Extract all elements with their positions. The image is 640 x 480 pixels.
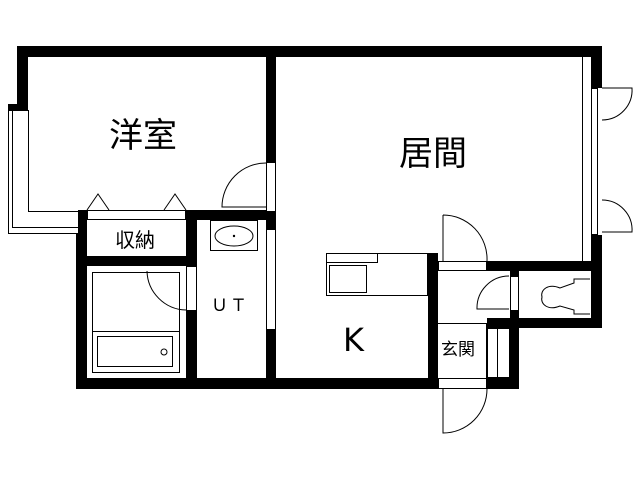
bath-door-opening — [186, 266, 197, 311]
closet-marker-right — [163, 193, 187, 211]
wall-top — [17, 46, 602, 57]
ut-door-opening — [266, 229, 276, 330]
closet-marker-left — [86, 193, 110, 211]
door-arc-toilet — [476, 275, 510, 310]
wall-toilet-bottom — [487, 318, 602, 328]
wall-ut-kitchen-lower — [266, 330, 276, 389]
wall-right-upper — [591, 46, 602, 88]
wall-storage-bath — [76, 256, 196, 266]
wall-left-upper — [17, 46, 28, 112]
wall-left-lower — [76, 210, 87, 389]
window-door-arc-lower — [601, 199, 633, 233]
shoe-box — [487, 328, 510, 378]
ut-right-line — [266, 229, 267, 330]
western-door-opening — [266, 162, 276, 212]
entrance-step-bottom — [438, 378, 487, 389]
room-label-western: 洋室 — [109, 116, 177, 156]
window-door-arc-upper — [601, 87, 633, 121]
bath-room-divider — [92, 331, 180, 332]
wall-bottom-entrance-right — [487, 378, 518, 389]
toilet-door-opening — [510, 276, 519, 311]
wall-toilet-left-lower — [510, 311, 519, 389]
living-right-inner-line — [582, 57, 583, 261]
shoe-box-inner — [497, 328, 498, 378]
wall-western-living-divider-lower — [266, 212, 276, 229]
kitchen-sink — [329, 265, 367, 293]
room-label-unit-toilet: ＵＴ — [211, 296, 249, 316]
entrance-step-top — [438, 261, 487, 271]
room-label-kitchen: K — [343, 321, 364, 359]
storage-door-track — [87, 210, 186, 220]
kitchen-counter-top-strip — [326, 253, 378, 263]
room-label-storage: 収納 — [115, 228, 155, 252]
door-arc-front — [442, 388, 488, 434]
wall-toilet-left-upper — [510, 261, 519, 276]
wall-western-living-divider-upper — [266, 46, 276, 162]
wall-storage-ut-top — [186, 210, 276, 220]
wall-right-lower — [591, 235, 602, 328]
washbasin-box — [210, 220, 258, 251]
door-arc-entrance-inner — [442, 214, 488, 262]
room-label-living: 居間 — [399, 134, 467, 174]
door-arc-western — [221, 162, 267, 208]
wall-left-bay-cap — [8, 104, 28, 110]
toilet-bowl — [541, 278, 590, 315]
entrance-floor-line — [438, 323, 487, 378]
wall-bottom — [76, 378, 438, 389]
western-room-floor-edge — [28, 110, 78, 212]
window-right — [591, 88, 598, 235]
room-label-entrance: 玄関 — [441, 340, 475, 360]
bathtub — [97, 336, 173, 367]
wall-kitchen-entrance — [428, 253, 438, 389]
wall-living-toilet — [487, 261, 602, 271]
